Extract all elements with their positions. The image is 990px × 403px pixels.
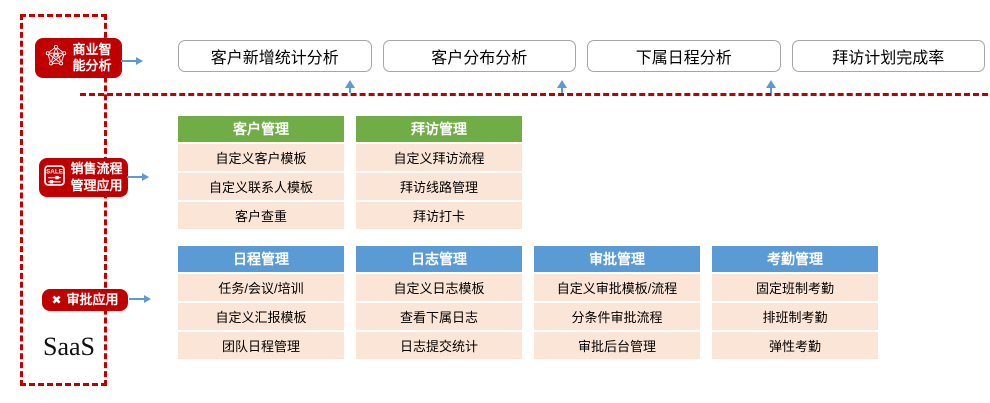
badge-label-line2: 管理应用 [70,177,123,193]
table-header: 审批管理 [534,246,700,272]
badge-label: 审批应用 [66,291,119,307]
bi-analysis-row: 客户新增统计分析 客户分布分析 下属日程分析 拜访计划完成率 [178,40,985,72]
sale-sliders-icon: SALE [44,165,66,190]
svg-text:SALE: SALE [47,168,64,175]
approval-app-tables: 日程管理 任务/会议/培训 自定义汇报模板 团队日程管理 日志管理 自定义日志模… [178,246,878,359]
table-cell: 自定义汇报模板 [178,303,344,330]
table-column-customer-management: 客户管理 自定义客户模板 自定义联系人模板 客户查重 [178,116,344,229]
table-cell: 客户查重 [178,202,344,229]
bi-layer-dashed-separator [80,93,988,96]
table-header: 日志管理 [356,246,522,272]
table-column-schedule-management: 日程管理 任务/会议/培训 自定义汇报模板 团队日程管理 [178,246,344,359]
table-column-attendance-management: 考勤管理 固定班制考勤 排班制考勤 弹性考勤 [712,246,878,359]
table-cell: 团队日程管理 [178,332,344,359]
arrow-right-icon [121,57,143,65]
badge-label: 销售流程 管理应用 [70,161,122,194]
analysis-box-visit-plan-completion: 拜访计划完成率 [791,40,985,72]
saas-label: SaaS [43,332,95,361]
table-cell: 自定义日志模板 [356,274,522,301]
table-cell: 拜访线路管理 [356,173,522,200]
analysis-box-customer-distribution: 客户分布分析 [382,40,576,72]
table-column-approval-management: 审批管理 自定义审批模板/流程 分条件审批流程 审批后台管理 [534,246,700,359]
table-header: 拜访管理 [356,116,522,142]
table-cell: 日志提交统计 [356,332,522,359]
table-cell: 拜访打卡 [356,202,522,229]
saas-boundary-dashed-box [20,14,107,386]
arrow-right-icon [127,173,149,181]
network-graph-icon [45,44,67,71]
arrow-up-icon [766,80,776,93]
badge-label-line1: 销售流程 [70,161,123,177]
table-cell: 分条件审批流程 [534,303,700,330]
arrow-up-icon [345,80,355,93]
table-cell: 自定义客户模板 [178,144,344,171]
badge-sales-process-app: SALE 销售流程 管理应用 [39,158,128,197]
badge-label-line2: 能分析 [72,58,112,73]
table-cell: 排班制考勤 [712,303,878,330]
table-cell: 查看下属日志 [356,303,522,330]
arrow-up-icon [557,80,567,93]
table-cell: 任务/会议/培训 [178,274,344,301]
arrow-right-icon [129,295,151,303]
x-mark-icon: ✖ [51,293,62,307]
sales-management-tables: 客户管理 自定义客户模板 自定义联系人模板 客户查重 拜访管理 自定义拜访流程 … [178,116,522,229]
table-cell: 审批后台管理 [534,332,700,359]
table-cell: 弹性考勤 [712,332,878,359]
badge-label-line1: 商业智 [72,41,112,57]
table-header: 考勤管理 [712,246,878,272]
table-header: 客户管理 [178,116,344,142]
table-cell: 自定义拜访流程 [356,144,522,171]
table-column-visit-management: 拜访管理 自定义拜访流程 拜访线路管理 拜访打卡 [356,116,522,229]
table-header: 日程管理 [178,246,344,272]
table-column-log-management: 日志管理 自定义日志模板 查看下属日志 日志提交统计 [356,246,522,359]
badge-label: 商业智 能分析 [72,42,111,75]
analysis-box-customer-new-stats: 客户新增统计分析 [178,40,372,72]
table-cell: 自定义联系人模板 [178,173,344,200]
analysis-box-subordinate-schedule: 下属日程分析 [587,40,781,72]
badge-approval-app: ✖ 审批应用 [42,289,128,311]
table-cell: 自定义审批模板/流程 [534,274,700,301]
badge-business-intelligence: 商业智 能分析 [35,38,122,78]
table-cell: 固定班制考勤 [712,274,878,301]
